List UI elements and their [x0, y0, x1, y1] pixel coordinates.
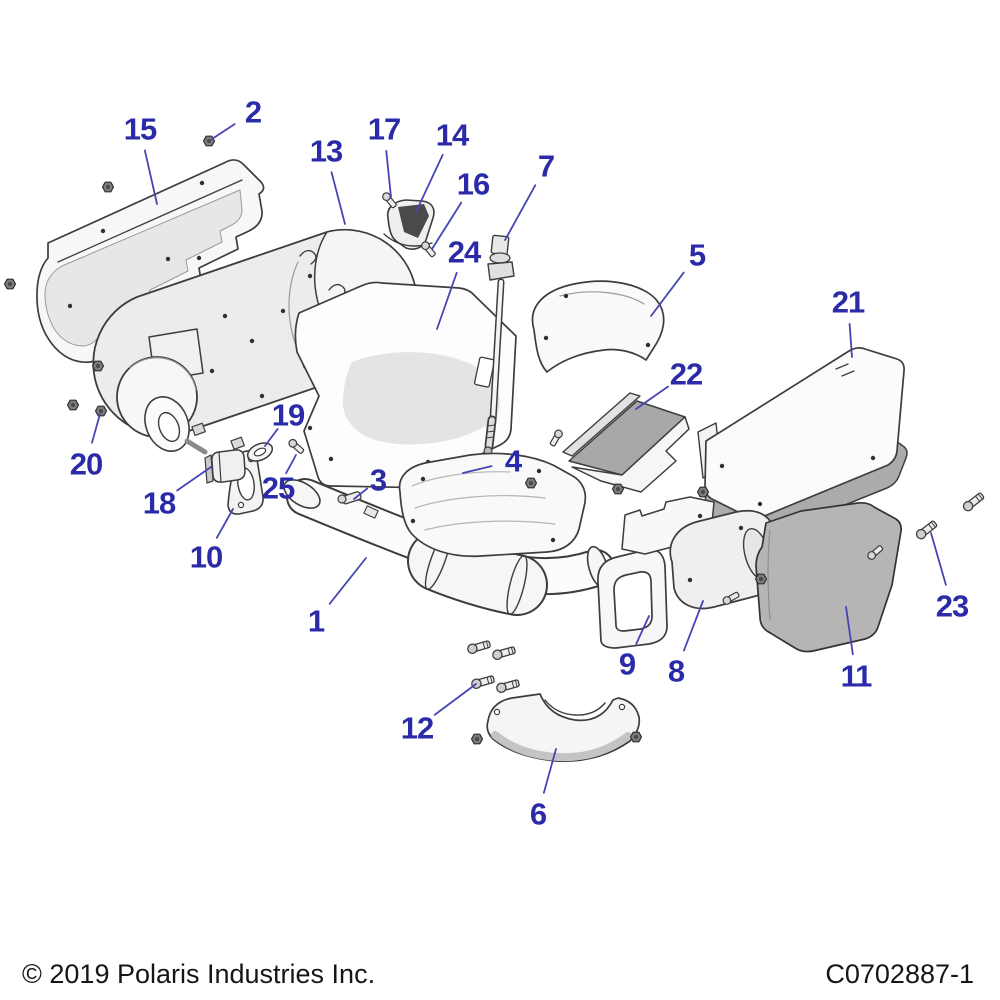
copyright-text: © 2019 Polaris Industries Inc. [22, 959, 376, 989]
callout-25: 25 [261, 470, 295, 506]
part-25-screw [286, 437, 306, 456]
part-14-cap [383, 199, 435, 250]
part-16-screw [419, 239, 438, 259]
callout-2: 2 [244, 94, 262, 130]
leader-line-19 [264, 428, 279, 447]
leader-line-24 [436, 271, 458, 330]
callout-13: 13 [309, 133, 343, 169]
part-24-side-heat-shield [294, 281, 517, 489]
part-15-upper-heat-shield [36, 159, 265, 364]
callout-4: 4 [504, 443, 522, 479]
leader-line-9 [635, 615, 650, 645]
leader-line-18 [176, 466, 212, 492]
leader-line-4 [462, 465, 493, 474]
leader-line-17 [385, 149, 392, 198]
part-6-saddle-clamp [486, 693, 641, 762]
callout-23: 23 [935, 588, 969, 624]
part-9-flange-bracket [597, 548, 668, 649]
leader-line-13 [330, 171, 346, 225]
callout-9: 9 [618, 646, 636, 682]
leader-line-10 [215, 508, 234, 539]
callout-8: 8 [667, 653, 685, 689]
part-11-side-panel [755, 501, 902, 653]
part-17-screw [380, 190, 399, 210]
part-19-gasket [246, 442, 274, 462]
leader-line-2 [211, 123, 236, 140]
callout-21: 21 [831, 284, 865, 320]
callout-22: 22 [669, 356, 703, 392]
callout-20: 20 [69, 446, 103, 482]
leader-line-7 [504, 184, 537, 241]
leader-lines [91, 123, 947, 794]
part-number-text: C0702887-1 [825, 959, 974, 989]
part-22-bracket-shield [562, 392, 690, 493]
part-23-bolts [914, 490, 986, 542]
callout-1: 1 [307, 603, 325, 639]
leader-line-3 [353, 487, 369, 500]
callout-14: 14 [435, 117, 469, 153]
leader-line-16 [431, 201, 463, 250]
callout-5: 5 [688, 237, 706, 273]
leader-line-22 [635, 385, 669, 410]
part-5-elbow-shield [531, 280, 665, 373]
part-8-silencer [621, 496, 781, 610]
leader-line-25 [285, 454, 297, 475]
callout-10: 10 [189, 539, 223, 575]
leader-line-23 [930, 532, 947, 586]
leader-line-20 [91, 413, 101, 444]
callout-16: 16 [456, 166, 490, 202]
leader-line-15 [143, 149, 158, 205]
leader-line-14 [415, 154, 444, 213]
callout-12: 12 [400, 710, 434, 746]
callout-11: 11 [840, 658, 873, 694]
callout-24: 24 [447, 234, 481, 270]
callout-6: 6 [529, 796, 547, 832]
callout-15: 15 [123, 111, 157, 147]
part-4-pipe-heat-shield [398, 452, 587, 558]
callout-19: 19 [271, 397, 305, 433]
leader-line-5 [650, 271, 685, 317]
leader-line-11 [845, 606, 854, 656]
callout-3: 3 [369, 462, 387, 498]
leader-line-21 [848, 323, 853, 358]
callout-17: 17 [367, 111, 401, 147]
leader-line-6 [542, 748, 557, 794]
callout-7: 7 [537, 148, 555, 184]
leader-line-8 [683, 600, 704, 652]
leader-line-12 [433, 683, 477, 716]
callout-18: 18 [142, 485, 176, 521]
leader-line-1 [328, 557, 367, 605]
